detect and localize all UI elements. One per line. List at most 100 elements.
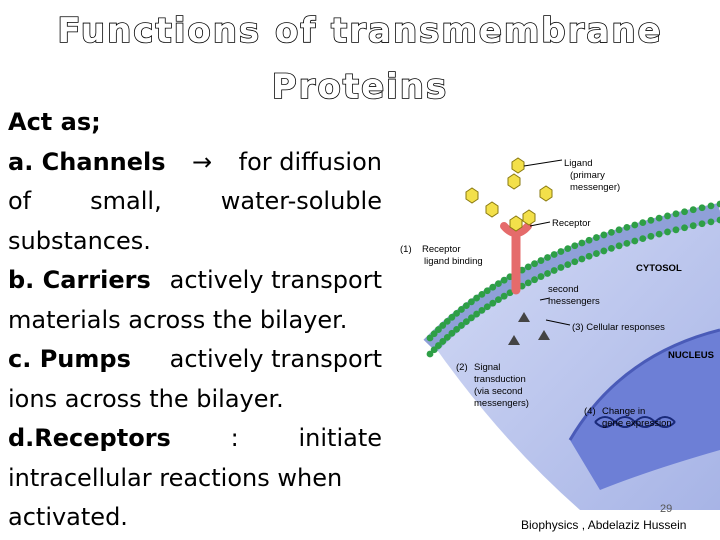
- phospholipid-head: [531, 260, 538, 268]
- phospholipid-head: [544, 254, 551, 261]
- phospholipid-head: [473, 310, 480, 318]
- phospholipid-head: [608, 244, 615, 252]
- phospholipid-head: [689, 206, 697, 214]
- second-messengers: [508, 312, 550, 345]
- label-nucleus: NUCLEUS: [668, 350, 714, 361]
- label-step2-b: transduction: [474, 374, 526, 385]
- phospholipid-head: [462, 318, 470, 326]
- pointer-lines: [523, 159, 571, 326]
- phospholipid-head: [681, 224, 688, 232]
- pumps-line-2: ions across the bilayer.: [8, 384, 284, 413]
- phospholipid-head: [426, 350, 434, 358]
- phospholipid-head: [578, 255, 586, 263]
- channels-word-3: water-soluble: [220, 187, 382, 215]
- phospholipid-head: [550, 267, 558, 274]
- receptors-line-2: intracellular reactions when: [8, 463, 343, 492]
- page-number: 29: [660, 503, 673, 515]
- phospholipid-head: [664, 228, 671, 236]
- phospholipid-head: [458, 322, 465, 329]
- phospholipid-head: [600, 231, 608, 239]
- label-ligand-sub1: (primary: [570, 170, 605, 181]
- carriers-line-1: b. Carriers actively transport: [8, 261, 382, 301]
- phospholipid-head: [655, 214, 663, 222]
- label-receptor: Receptor: [552, 218, 591, 229]
- phospholipid-head: [531, 276, 538, 284]
- phospholipid-head: [593, 250, 600, 257]
- phospholipid-head: [698, 204, 706, 212]
- receptors-colon: :: [230, 424, 239, 452]
- carriers-line-2: materials across the bilayer.: [8, 305, 348, 334]
- label-ligand: Ligand: [564, 158, 593, 169]
- phospholipid-head: [593, 234, 600, 241]
- label-ligand-sub2: messenger): [570, 182, 620, 193]
- label-step2-num: (2): [456, 362, 468, 373]
- phospholipid-head: [500, 276, 508, 284]
- pumps-line-1: c. Pumps actively transport: [8, 340, 382, 380]
- ligand-hexagon: [509, 215, 523, 232]
- phospholipid-head: [681, 208, 688, 216]
- carriers-text-1: actively transport: [169, 266, 382, 294]
- phospholipid-head: [655, 230, 663, 238]
- channels-line-1: a. Channels → for diffusion: [8, 143, 382, 183]
- phospholipid-head: [483, 287, 491, 295]
- phospholipid-head: [639, 219, 647, 227]
- phospholipid-head: [426, 334, 434, 342]
- phospholipid-head: [478, 306, 486, 314]
- label-step2-a: Signal: [474, 362, 500, 373]
- phospholipid-head: [473, 294, 480, 302]
- phospholipid-head: [537, 273, 545, 280]
- phospholipid-head: [647, 232, 655, 240]
- phospholipid-head: [468, 298, 475, 306]
- phospholipid-head: [458, 306, 465, 313]
- label-second-b: messengers: [548, 296, 600, 307]
- ligand-hexagon: [507, 173, 521, 190]
- phospholipid-head: [672, 226, 680, 234]
- ligand-hexagon: [465, 187, 479, 204]
- ligand-hexagon: [511, 157, 525, 174]
- footer-credit: Biophysics , Abdelaziz Hussein: [521, 518, 687, 532]
- phospholipid-head: [550, 251, 558, 258]
- ligand-hexagon: [522, 209, 536, 226]
- phospholipid-head: [524, 263, 532, 271]
- phospholipid-head: [564, 245, 572, 253]
- phospholipid-head: [557, 264, 565, 271]
- phospholipid-head: [439, 338, 447, 345]
- phospholipid-head: [631, 221, 639, 229]
- phospholipid-head: [448, 313, 456, 321]
- phospholipid-head: [664, 212, 671, 220]
- signal-transduction-figure: Ligand (primary messenger) Receptor (1) …: [400, 157, 720, 510]
- phospholipid-head: [495, 280, 502, 288]
- nuclear-envelope: [568, 328, 720, 441]
- phospholipid-head: [564, 261, 572, 269]
- carriers-label: b. Carriers: [8, 266, 151, 294]
- phospholipid-head: [443, 333, 451, 341]
- phospholipid-head: [672, 210, 680, 218]
- label-step4-b: gene expression: [602, 418, 672, 429]
- phospholipid-head: [453, 309, 460, 317]
- second-messenger: [538, 330, 550, 340]
- phospholipid-head: [578, 239, 586, 247]
- label-step1-a: Receptor: [422, 244, 461, 255]
- second-messenger: [508, 335, 520, 345]
- channels-word-2: small,: [90, 187, 162, 215]
- phospholipid-head: [689, 222, 697, 230]
- ligands: [465, 157, 553, 232]
- label-second-a: second: [548, 284, 579, 295]
- channels-line-3: substances.: [8, 226, 151, 255]
- channels-word-1: of: [8, 187, 32, 215]
- phospholipid-head: [585, 236, 593, 244]
- phospholipid-head: [435, 342, 442, 349]
- phospholipid-head: [500, 292, 508, 300]
- label-step1-num: (1): [400, 244, 412, 255]
- phospholipid-head: [615, 242, 623, 250]
- channels-label: a. Channels: [8, 147, 166, 176]
- phospholipid-head: [698, 220, 706, 228]
- channels-line-2: of small, water-soluble: [8, 182, 382, 222]
- channels-text-1: for diffusion: [238, 147, 382, 176]
- slide-title-line-2: Proteins: [271, 67, 449, 107]
- pumps-label: c. Pumps: [8, 345, 131, 373]
- label-step2-d: messengers): [474, 398, 529, 409]
- label-step4-a: Change in: [602, 406, 645, 417]
- label-step3: (3) Cellular responses: [572, 322, 665, 333]
- phospholipid-head: [571, 242, 579, 250]
